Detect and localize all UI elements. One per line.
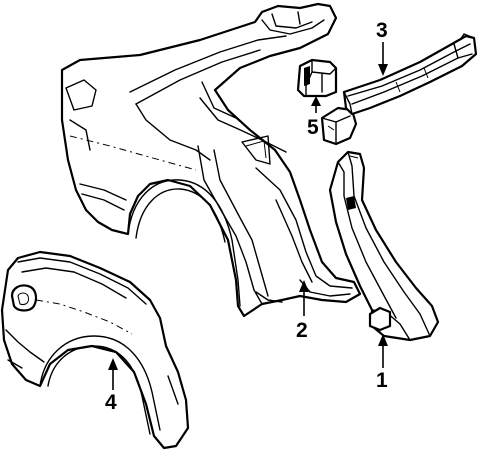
wheelhouse-part-4: [0, 250, 190, 450]
rail-part-3: [342, 33, 478, 116]
leader-line-2: [299, 280, 309, 316]
callout-1: 1: [376, 369, 388, 392]
leader-line-3: [378, 42, 388, 76]
leader-line-1: [378, 334, 388, 368]
callout-2: 2: [296, 319, 308, 342]
callout-5: 5: [307, 116, 319, 139]
leader-line-4: [108, 358, 118, 390]
leader-line-5: [311, 96, 321, 113]
callout-4: 4: [105, 391, 117, 414]
bracket-part-5: [296, 58, 338, 98]
reinforcement-part-1: [328, 150, 440, 342]
bracket-part-5-lower: [320, 106, 358, 146]
callout-3: 3: [376, 19, 388, 42]
quarter-panel: [60, 2, 362, 318]
